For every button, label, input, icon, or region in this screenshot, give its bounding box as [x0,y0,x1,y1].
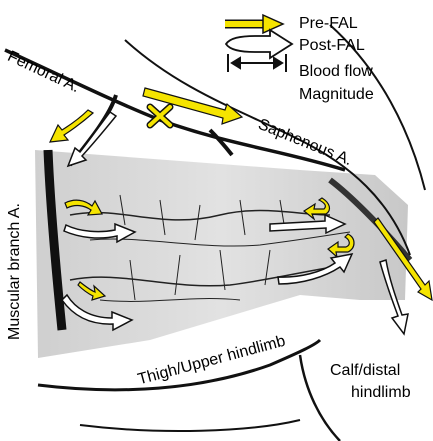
legend-magnitude-label: Magnitude [299,86,374,104]
femoral-branch-2 [210,130,232,155]
legend-post-fal-label: Post-FAL [299,37,365,55]
legend-magnitude-bracket [228,54,286,72]
legend-blood-flow-label: Blood flow [299,63,373,81]
bottom-curve [80,420,300,431]
calf-label-line2: hindlimb [351,384,411,402]
muscular-branch-label: Muscular branch A. [6,203,24,340]
legend-pre-fal-arrow [225,15,283,33]
pre-fal-arrow-muscular-top [50,110,93,142]
legend-pre-fal-label: Pre-FAL [299,15,358,33]
legend-post-fal-arrow [226,30,292,58]
calf-label-line1: Calf/distal [330,362,400,380]
